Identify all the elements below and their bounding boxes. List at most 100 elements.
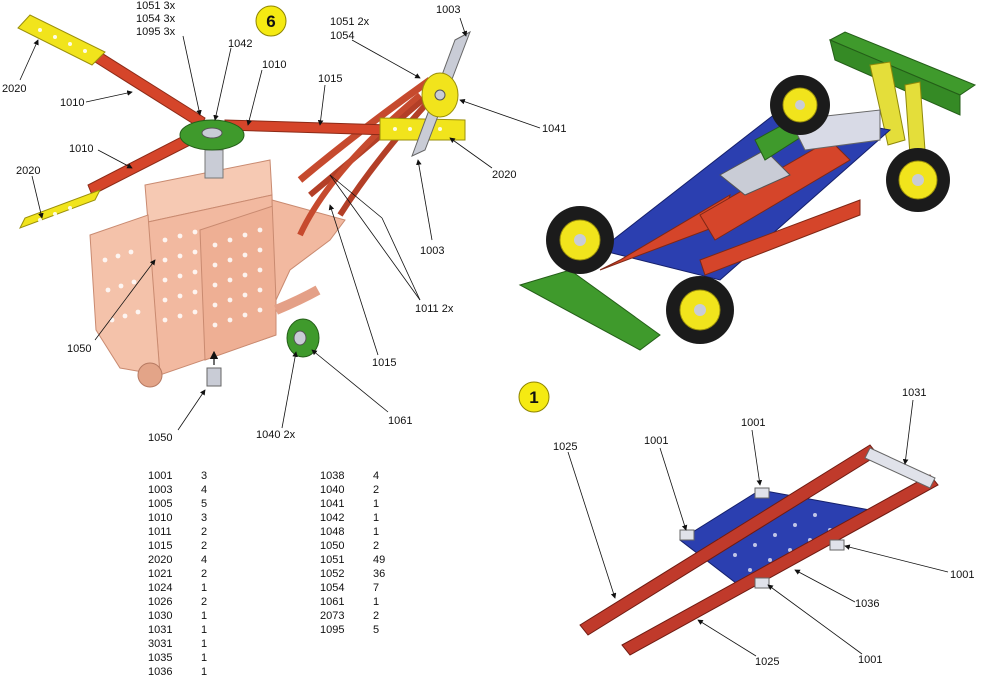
- callout-label: 1010: [69, 143, 93, 155]
- callout-label: 1001: [741, 417, 765, 429]
- callout-label: 1003: [436, 4, 460, 16]
- callout-label: 1001: [858, 654, 882, 666]
- part-quantity: 2: [373, 540, 380, 552]
- part-quantity: 1: [201, 582, 208, 594]
- callout-label: 1011 2x: [415, 303, 454, 315]
- callout-label: 1051 3x: [136, 0, 176, 12]
- part-code: 1005: [148, 498, 173, 510]
- part-code: 1048: [320, 526, 345, 538]
- part-code: 1042: [320, 512, 345, 524]
- race-car-model: [518, 31, 977, 351]
- callout-label: 1010: [60, 97, 84, 109]
- callout-label: 2020: [16, 165, 40, 177]
- part-quantity: 3: [201, 512, 208, 524]
- parts-row: 1050 2: [320, 539, 403, 553]
- part-code: 1038: [320, 470, 345, 482]
- part-code: 1061: [320, 596, 345, 608]
- callout-label: 1010: [262, 59, 286, 71]
- part-code: 1015: [148, 540, 173, 552]
- part-quantity: 2: [201, 540, 208, 552]
- part-quantity: 1: [373, 596, 380, 608]
- parts-row: 1003 4: [148, 483, 231, 497]
- callout-label: 1041: [542, 123, 566, 135]
- part-quantity: 5: [373, 624, 380, 636]
- part-code: 3031: [148, 638, 173, 650]
- part-code: 1003: [148, 484, 173, 496]
- car-wheel: [546, 206, 614, 274]
- car-wheel: [666, 276, 734, 344]
- part-code: 1024: [148, 582, 173, 594]
- part-code: 1010: [148, 512, 173, 524]
- parts-row: 1010 3: [148, 511, 231, 525]
- callout-label: 1001: [950, 569, 974, 581]
- callout-label: 1040 2x: [256, 429, 296, 441]
- part-quantity: 36: [373, 568, 386, 580]
- svg-text:1: 1: [529, 388, 538, 407]
- part-code: 1041: [320, 498, 345, 510]
- callout-label: 1042: [228, 38, 252, 50]
- parts-row: 1048 1: [320, 525, 403, 539]
- callout-label: 1036: [855, 598, 879, 610]
- callout-label: 1054 3x: [136, 13, 176, 25]
- callout-label: 2020: [2, 83, 26, 95]
- part-quantity: 1: [373, 526, 380, 538]
- callout-label: 2020: [492, 169, 516, 181]
- part-quantity: 2: [201, 526, 208, 538]
- part-quantity: 2: [201, 568, 208, 580]
- part-quantity: 1: [201, 624, 208, 636]
- part-code: 1095: [320, 624, 345, 636]
- callout-labels: 1051 3x 1054 3x 1095 3x 1042 1010 1015 1…: [2, 0, 974, 668]
- part-quantity: 49: [373, 554, 386, 566]
- part-quantity: 4: [373, 470, 380, 482]
- part-code: 1040: [320, 484, 345, 496]
- callout-label: 1050: [67, 343, 91, 355]
- helicopter-tail-booms: [297, 77, 442, 237]
- step-marker-6: 6: [255, 5, 287, 37]
- part-code: 2073: [320, 610, 345, 622]
- part-quantity: 3: [201, 470, 208, 482]
- car-wheel: [770, 75, 830, 135]
- svg-text:6: 6: [266, 12, 275, 31]
- part-code: 1052: [320, 568, 345, 580]
- part-code: 1035: [148, 652, 173, 664]
- callout-label: 1015: [318, 73, 342, 85]
- part-code: 1054: [320, 582, 345, 594]
- leader-lines: [19, 17, 949, 657]
- tail-rotor: [411, 30, 471, 157]
- part-quantity: 5: [201, 498, 208, 510]
- part-code: 1030: [148, 610, 173, 622]
- parts-row: 1038 4: [320, 469, 403, 483]
- part-code: 1021: [148, 568, 173, 580]
- parts-row: 1015 2: [148, 539, 231, 553]
- callout-label: 1003: [420, 245, 444, 257]
- part-quantity: 4: [201, 484, 208, 496]
- part-code: 2020: [148, 554, 173, 566]
- parts-row: 1024 1: [148, 581, 231, 595]
- part-code: 1050: [320, 540, 345, 552]
- chassis-assembly: [579, 444, 939, 656]
- callout-label: 1095 3x: [136, 26, 176, 38]
- parts-row: 1001 3: [148, 469, 231, 483]
- callout-label: 1051 2x: [330, 16, 370, 28]
- parts-row: 1021 2: [148, 567, 231, 581]
- callout-label: 1015: [372, 357, 396, 369]
- parts-row: 1052 36: [320, 567, 403, 581]
- parts-row: 1061 1: [320, 595, 403, 609]
- callout-label: 1025: [553, 441, 577, 453]
- part-code: 1001: [148, 470, 173, 482]
- callout-label: 1054: [330, 30, 354, 42]
